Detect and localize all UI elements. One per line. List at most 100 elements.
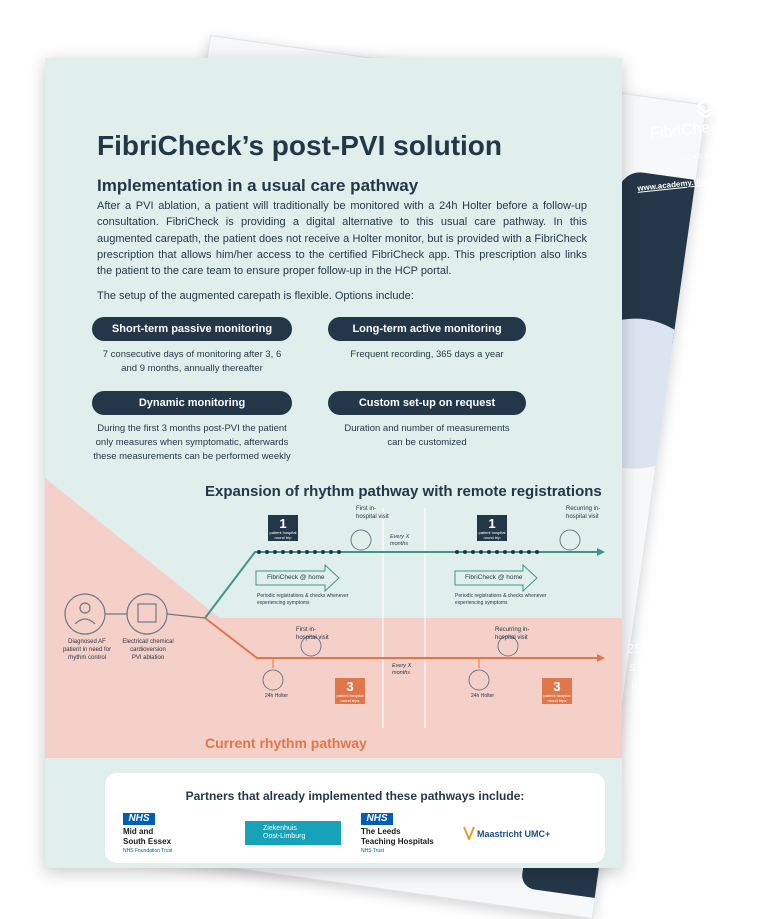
intro-paragraph: After a PVI ablation, a patient will tra… (97, 200, 587, 278)
org-maastricht: Maastricht UMC+ (477, 829, 551, 839)
box-sub-line: patient hospital (336, 693, 364, 698)
org-line: Ziekenhuis (263, 825, 297, 832)
visit-line: Recurring in- (566, 506, 601, 512)
holter-icon-2 (468, 669, 490, 691)
option-desc-line: and 9 months, annually thereafter (121, 363, 263, 374)
option-desc-line: can be customized (387, 437, 467, 448)
option-desc-custom: Duration and number of measurements can … (328, 422, 526, 450)
option-pill-dynamic: Dynamic monitoring (92, 391, 292, 415)
visit-line: hospital visit (566, 514, 599, 520)
org-line: South Essex (123, 837, 172, 846)
upper-box-1: 1 patient hospital round trip (268, 515, 298, 541)
lower-interval-label: Every X months (392, 663, 411, 677)
hospital-icon (126, 593, 168, 635)
org-line: Oost-Limburg (263, 833, 306, 840)
option-desc-dynamic: During the first 3 months post-PVI the p… (85, 422, 299, 464)
expansion-title: Expansion of rhythm pathway with remote … (205, 483, 602, 500)
visit-line: First in- (296, 627, 316, 633)
node-label-line: cardioversion (130, 647, 166, 653)
upper-interval-label: Every X months (390, 534, 409, 548)
recurring-visit-icon (559, 529, 581, 551)
periodic-line: experiencing symptoms (257, 600, 310, 606)
org-mid-south-essex: Mid and South Essex (123, 827, 171, 847)
periodic-line: experiencing symptoms (455, 600, 508, 606)
fragment: r (639, 767, 644, 782)
org-sub: NHS Foundation Trust (123, 848, 173, 854)
periodic-text-2: Periodic registrations & checks whenever… (455, 593, 546, 607)
home-arrow-1 (255, 563, 340, 593)
badge-registered: ® (725, 115, 734, 128)
holter-label-1: 24h Holter (265, 693, 289, 699)
node-label-line: patient in need for (62, 647, 112, 653)
lower-arrow-head (597, 654, 605, 662)
interval-line: months (390, 541, 409, 547)
fragment: al (635, 731, 646, 746)
lower-box-1: 3 patient hospital round trips (335, 678, 365, 704)
first-visit-icon (350, 529, 372, 551)
visit-line: hospital visit (356, 514, 389, 520)
lower-recurring-visit-label: Recurring in- hospital visit (495, 626, 529, 642)
box-number: 1 (279, 516, 287, 531)
holter-label-2: 24h Holter (471, 693, 495, 699)
fragment: 250 (627, 641, 649, 656)
fibricheck-logo-icon (695, 98, 717, 119)
fragment: ing (631, 677, 649, 692)
partners-panel: Partners that already implemented these … (105, 773, 605, 863)
fragment: ed (633, 695, 648, 710)
box-sub-line: patient hospital (269, 530, 297, 535)
org-line: Teaching Hospitals (361, 837, 434, 846)
setup-text: The setup of the augmented carepath is f… (97, 290, 414, 302)
box-sub-line: patient hospital (543, 693, 571, 698)
upper-recurring-visit-label: Recurring in- hospital visit (566, 505, 600, 521)
section-subtitle: Implementation in a usual care pathway (97, 176, 419, 195)
box-sub: patient hospital round trips (542, 693, 572, 703)
partners-title: Partners that already implemented these … (185, 789, 525, 803)
box-sub-line: round trips (340, 698, 360, 703)
option-desc-line: these measurements can be performed week… (93, 451, 291, 462)
box-number: 1 (488, 516, 496, 531)
visit-line: hospital visit (495, 635, 528, 641)
option-desc-line: 7 consecutive days of monitoring after 3… (102, 349, 282, 360)
patient-icon (64, 593, 106, 635)
maastricht-logo-icon (463, 826, 475, 840)
lower-box-2: 3 patient hospital round trips (542, 678, 572, 704)
start-node-label-1: Diagnosed AF patient in need for rhythm … (59, 638, 115, 662)
option-desc-long-term: Frequent recording, 365 days a year (328, 348, 526, 362)
box-sub: patient hospital round trip (268, 530, 298, 540)
node-label-line: rhythm control (67, 655, 106, 661)
interval-line: Every X (392, 663, 412, 669)
node-label-line: PVI ablation (131, 655, 165, 661)
box-sub-line: round trip (274, 535, 292, 540)
option-desc-short-term: 7 consecutive days of monitoring after 3… (92, 348, 292, 376)
fragment: s in (629, 659, 650, 674)
page-title: FibriCheck’s post-PVI solution (97, 130, 503, 161)
lower-pathway-line (204, 617, 597, 659)
box-number: 3 (346, 679, 354, 694)
lower-first-visit-label: First in- hospital visit (296, 626, 329, 642)
org-sub: NHS Trust (361, 848, 385, 854)
visit-line: First in- (356, 506, 376, 512)
node-label-line: Diagnosed AF (68, 639, 106, 645)
node-label-line: Electrical/ chemical (122, 639, 174, 645)
option-pill-short-term: Short-term passive monitoring (92, 317, 292, 341)
periodic-line: Periodic registrations & checks whenever (455, 593, 547, 599)
home-arrow-2 (454, 563, 538, 593)
holter-icon-1 (262, 669, 284, 691)
box-sub-line: round trips (547, 698, 567, 703)
home-label-2: FibriCheck @ home (465, 574, 523, 581)
lower-recurring-visit-icon (497, 635, 519, 657)
pathway-diagram (64, 508, 605, 728)
front-page: FibriCheck’s post-PVI solution Implement… (45, 58, 622, 868)
org-line: Mid and (123, 827, 154, 836)
option-desc-line: Frequent recording, 365 days a year (350, 349, 504, 360)
box-sub: patient hospital round trip (477, 530, 507, 540)
org-zol-logo: Ziekenhuis Oost-Limburg (245, 821, 341, 845)
upper-first-visit-label: First in- hospital visit (356, 505, 389, 521)
nhs-logo: NHS (123, 813, 155, 825)
fragment: a (637, 749, 645, 764)
start-node-label-2: Electrical/ chemical cardioversion PVI a… (119, 638, 177, 662)
nhs-logo: NHS (361, 813, 393, 825)
option-pill-long-term: Long-term active monitoring (328, 317, 526, 341)
visit-line: Recurring in- (495, 627, 530, 633)
upper-arrow-head (597, 548, 605, 556)
